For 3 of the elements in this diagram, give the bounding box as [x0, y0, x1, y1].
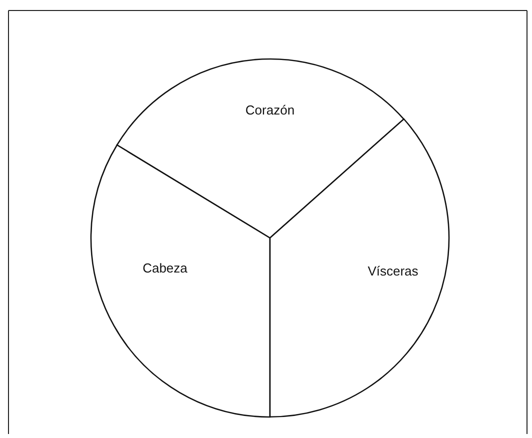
sector-label: Cabeza [142, 260, 188, 276]
sector-label: Corazón [245, 102, 295, 118]
sector-label: Vísceras [368, 263, 418, 278]
